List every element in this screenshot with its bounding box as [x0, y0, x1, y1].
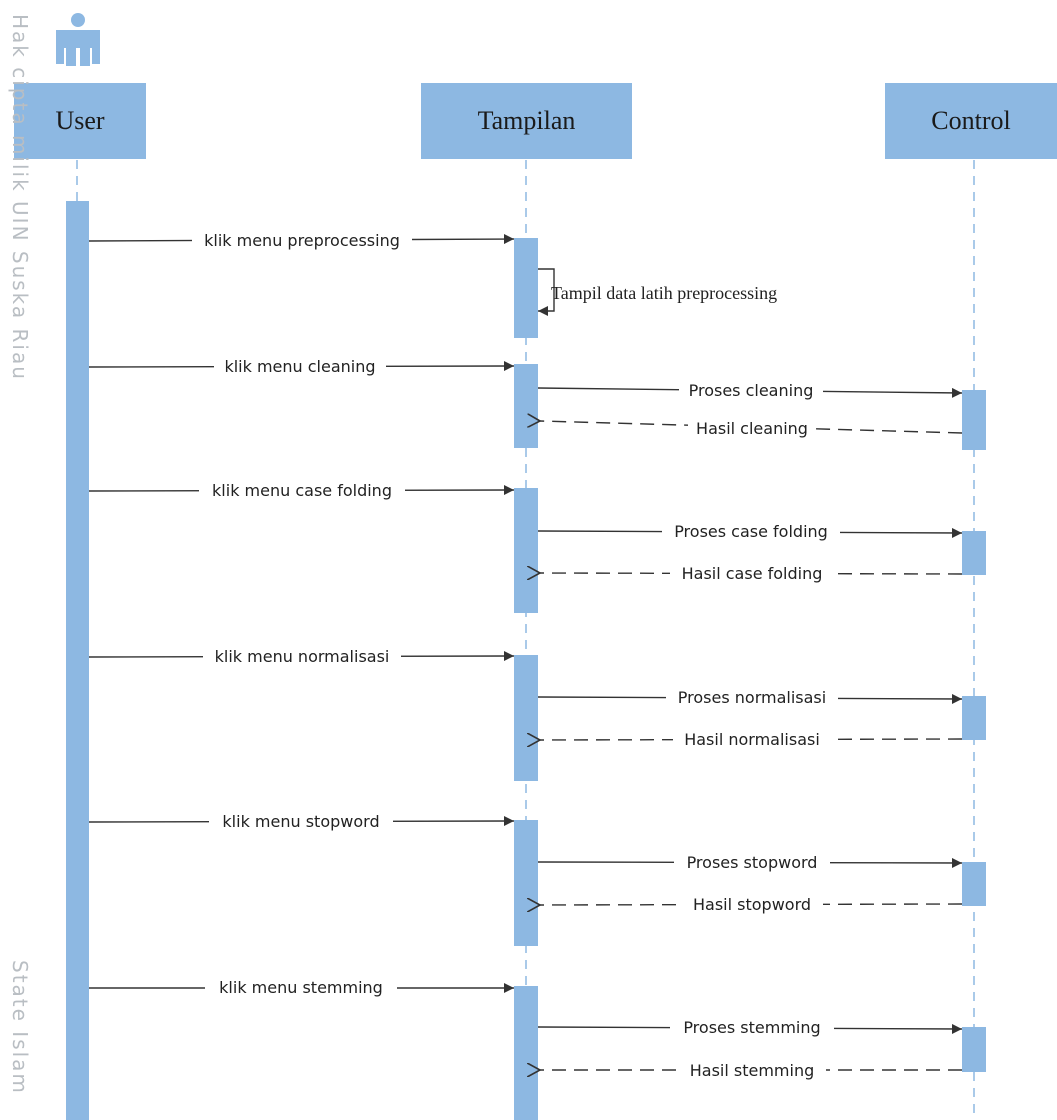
activation-control [962, 696, 986, 740]
activation-control [962, 862, 986, 906]
message-label: Proses stemming [683, 1018, 820, 1037]
message-label: Tampil data latih preprocessing [551, 283, 777, 303]
activation-tampilan [514, 986, 538, 1120]
lifeline-header-user: User [14, 83, 146, 159]
message-hasil-cleaning: Hasil cleaning [540, 419, 963, 439]
lifeline-label: User [55, 106, 105, 135]
watermark-side-top: Hak cipta milik UIN Suska Riau [8, 14, 32, 381]
message-hasil-case-folding: Hasil case folding [540, 564, 963, 584]
message-label: Hasil normalisasi [684, 730, 820, 749]
message-proses-stopword: Proses stopword [537, 853, 963, 873]
lifeline-label: Tampilan [477, 106, 576, 135]
activation-control [962, 531, 986, 575]
message-klik-menu-preprocessing: klik menu preprocessing [88, 231, 515, 251]
message-klik-menu-cleaning: klik menu cleaning [88, 357, 515, 377]
activation-control [962, 390, 986, 450]
activation-tampilan [514, 655, 538, 781]
message-label: Hasil case folding [682, 564, 823, 583]
activation-tampilan [514, 238, 538, 338]
message-label: klik menu preprocessing [204, 231, 400, 250]
activation-tampilan [514, 488, 538, 613]
message-label: klik menu stemming [219, 978, 383, 997]
message-label: Hasil cleaning [696, 419, 808, 438]
lifeline-header-control: Control [885, 83, 1057, 159]
message-label: klik menu normalisasi [215, 647, 390, 666]
message-proses-stemming: Proses stemming [537, 1018, 963, 1038]
message-hasil-normalisasi: Hasil normalisasi [540, 730, 963, 750]
message-hasil-stopword: Hasil stopword [540, 895, 963, 915]
message-label: Hasil stopword [693, 895, 811, 914]
message-label: klik menu stopword [222, 812, 379, 831]
message-self-tampil-data: Tampil data latih preprocessing [538, 268, 777, 316]
message-proses-case-folding: Proses case folding [537, 522, 963, 542]
activation-tampilan [514, 364, 538, 448]
message-label: Proses cleaning [689, 381, 814, 400]
activation-control [962, 1027, 986, 1072]
activation-tampilan [514, 820, 538, 946]
message-label: Proses case folding [674, 522, 828, 541]
message-klik-menu-normalisasi: klik menu normalisasi [88, 647, 515, 667]
activation-user [66, 201, 89, 1120]
message-label: klik menu case folding [212, 481, 392, 500]
message-klik-menu-stemming: klik menu stemming [89, 978, 514, 998]
message-klik-menu-case-folding: klik menu case folding [88, 481, 515, 501]
message-klik-menu-stopword: klik menu stopword [88, 812, 515, 832]
message-label: Proses stopword [687, 853, 818, 872]
user-actor-icon [56, 13, 100, 66]
watermark-side-bottom: State Islam [8, 960, 32, 1095]
message-label: Proses normalisasi [678, 688, 826, 707]
watermark-side: Hak cipta milik UIN Suska Riau State Isl… [0, 0, 32, 1120]
lifeline-header-tampilan: Tampilan [421, 83, 632, 159]
lifeline-label: Control [931, 106, 1011, 135]
message-label: klik menu cleaning [224, 357, 375, 376]
message-label: Hasil stemming [690, 1061, 815, 1080]
message-proses-normalisasi: Proses normalisasi [537, 688, 963, 708]
message-hasil-stemming: Hasil stemming [540, 1061, 962, 1081]
message-proses-cleaning: Proses cleaning [537, 381, 963, 401]
